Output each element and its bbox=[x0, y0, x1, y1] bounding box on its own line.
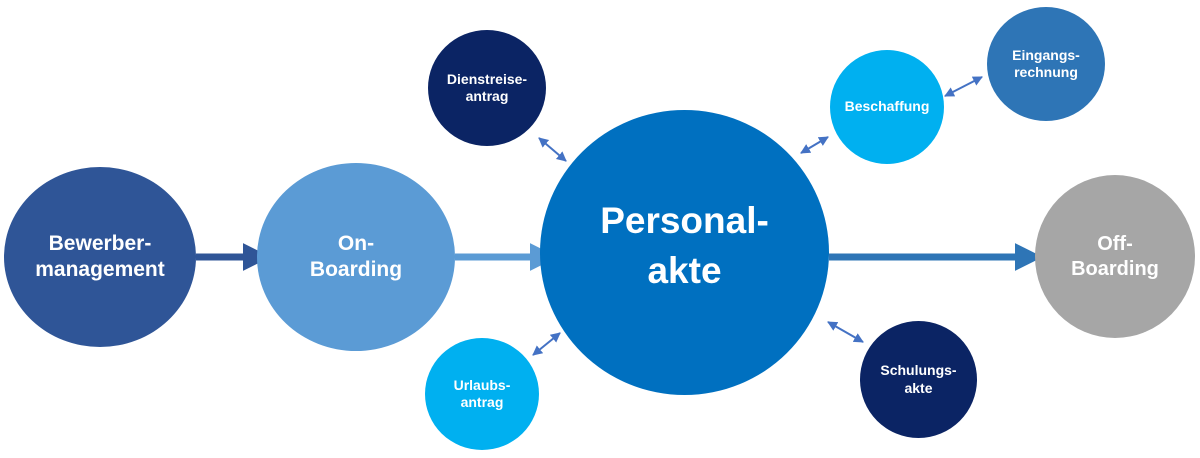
node-schulungsakte-label: Schulungs- akte bbox=[880, 362, 957, 396]
connector-dienstreise-personalakte bbox=[538, 137, 567, 162]
node-offboarding-label: Off- Boarding bbox=[1071, 232, 1159, 280]
node-bewerbermanagement: Bewerber- management bbox=[4, 167, 196, 347]
node-personalakte-label: Personal- akte bbox=[600, 199, 769, 291]
node-urlaubsantrag: Urlaubs- antrag bbox=[425, 338, 539, 450]
connector-beschaffung-personalakte bbox=[800, 136, 829, 154]
node-urlaubsantrag-label: Urlaubs- antrag bbox=[453, 376, 511, 411]
connector-urlaubs-personalakte bbox=[532, 332, 561, 356]
node-onboarding: On- Boarding bbox=[257, 163, 455, 351]
node-schulungsakte: Schulungs- akte bbox=[860, 321, 977, 438]
node-eingangsrechnung-label: Eingangs- rechnung bbox=[1012, 46, 1080, 81]
connector-schulung-personalakte bbox=[827, 321, 864, 343]
connector-beschaffung-eingangsrechnung bbox=[944, 76, 983, 97]
node-beschaffung-label: Beschaffung bbox=[844, 98, 930, 115]
node-onboarding-label: On- Boarding bbox=[309, 231, 403, 281]
node-eingangsrechnung: Eingangs- rechnung bbox=[987, 7, 1105, 121]
node-dienstreiseantrag-label: Dienstreise- antrag bbox=[446, 70, 528, 105]
node-offboarding: Off- Boarding bbox=[1035, 175, 1195, 338]
node-dienstreiseantrag: Dienstreise- antrag bbox=[428, 30, 546, 146]
node-beschaffung: Beschaffung bbox=[830, 50, 944, 164]
node-personalakte: Personal- akte bbox=[540, 110, 829, 395]
node-bewerbermanagement-label: Bewerber- management bbox=[35, 231, 165, 281]
